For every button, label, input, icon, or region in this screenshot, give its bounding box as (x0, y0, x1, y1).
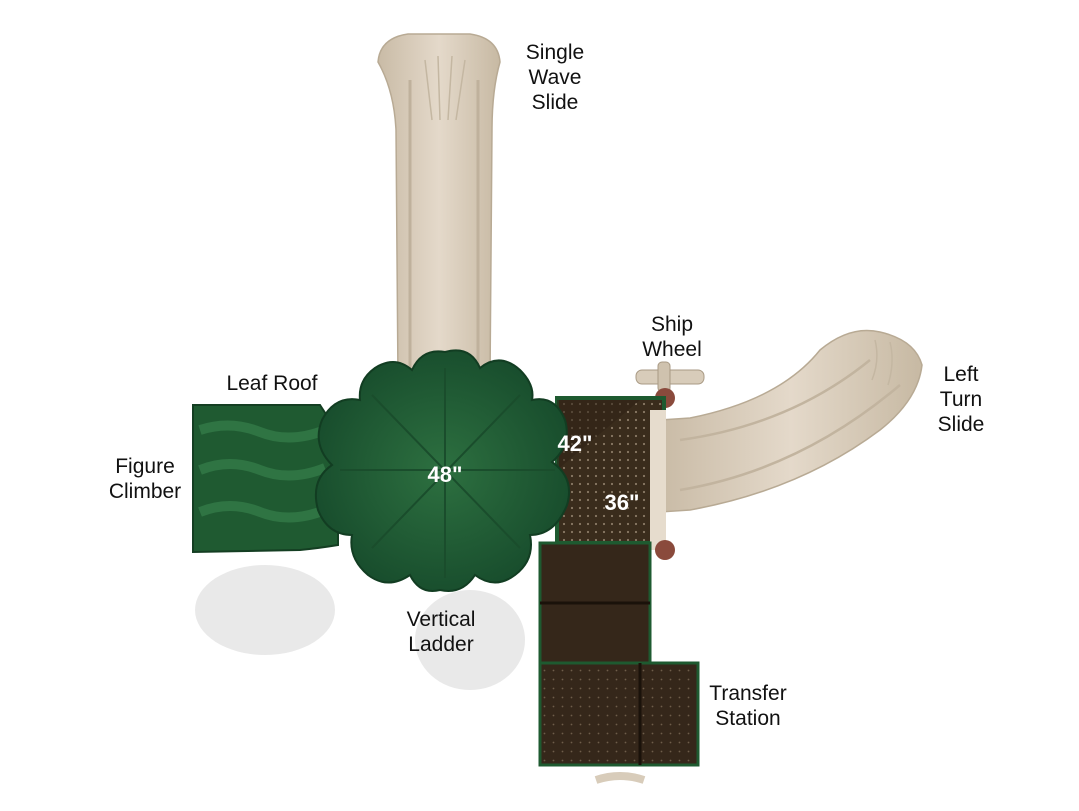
ground-shadow (195, 565, 525, 690)
deck-height-roof: 48" (428, 462, 463, 487)
label-left-turn-slide: Left Turn Slide (937, 363, 985, 436)
label-single-wave-slide: Single Wave Slide (525, 41, 585, 114)
left-turn-slide (659, 329, 923, 513)
leaf-roof (314, 349, 571, 592)
deck-height-markers: 48" 42" 36" (428, 431, 640, 515)
label-vertical-ladder: Vertical Ladder (406, 608, 476, 656)
figure-climber (192, 404, 339, 554)
label-leaf-roof: Leaf Roof (226, 372, 318, 395)
transfer-station (538, 541, 700, 784)
single-wave-slide (377, 33, 501, 381)
label-figure-climber: Figure Climber (108, 455, 182, 503)
label-ship-wheel: Ship Wheel (642, 313, 702, 361)
label-transfer-station: Transfer Station (709, 682, 787, 730)
deck-height-lower: 36" (605, 490, 640, 515)
deck-platform (555, 396, 675, 560)
deck-height-upper: 42" (558, 431, 593, 456)
